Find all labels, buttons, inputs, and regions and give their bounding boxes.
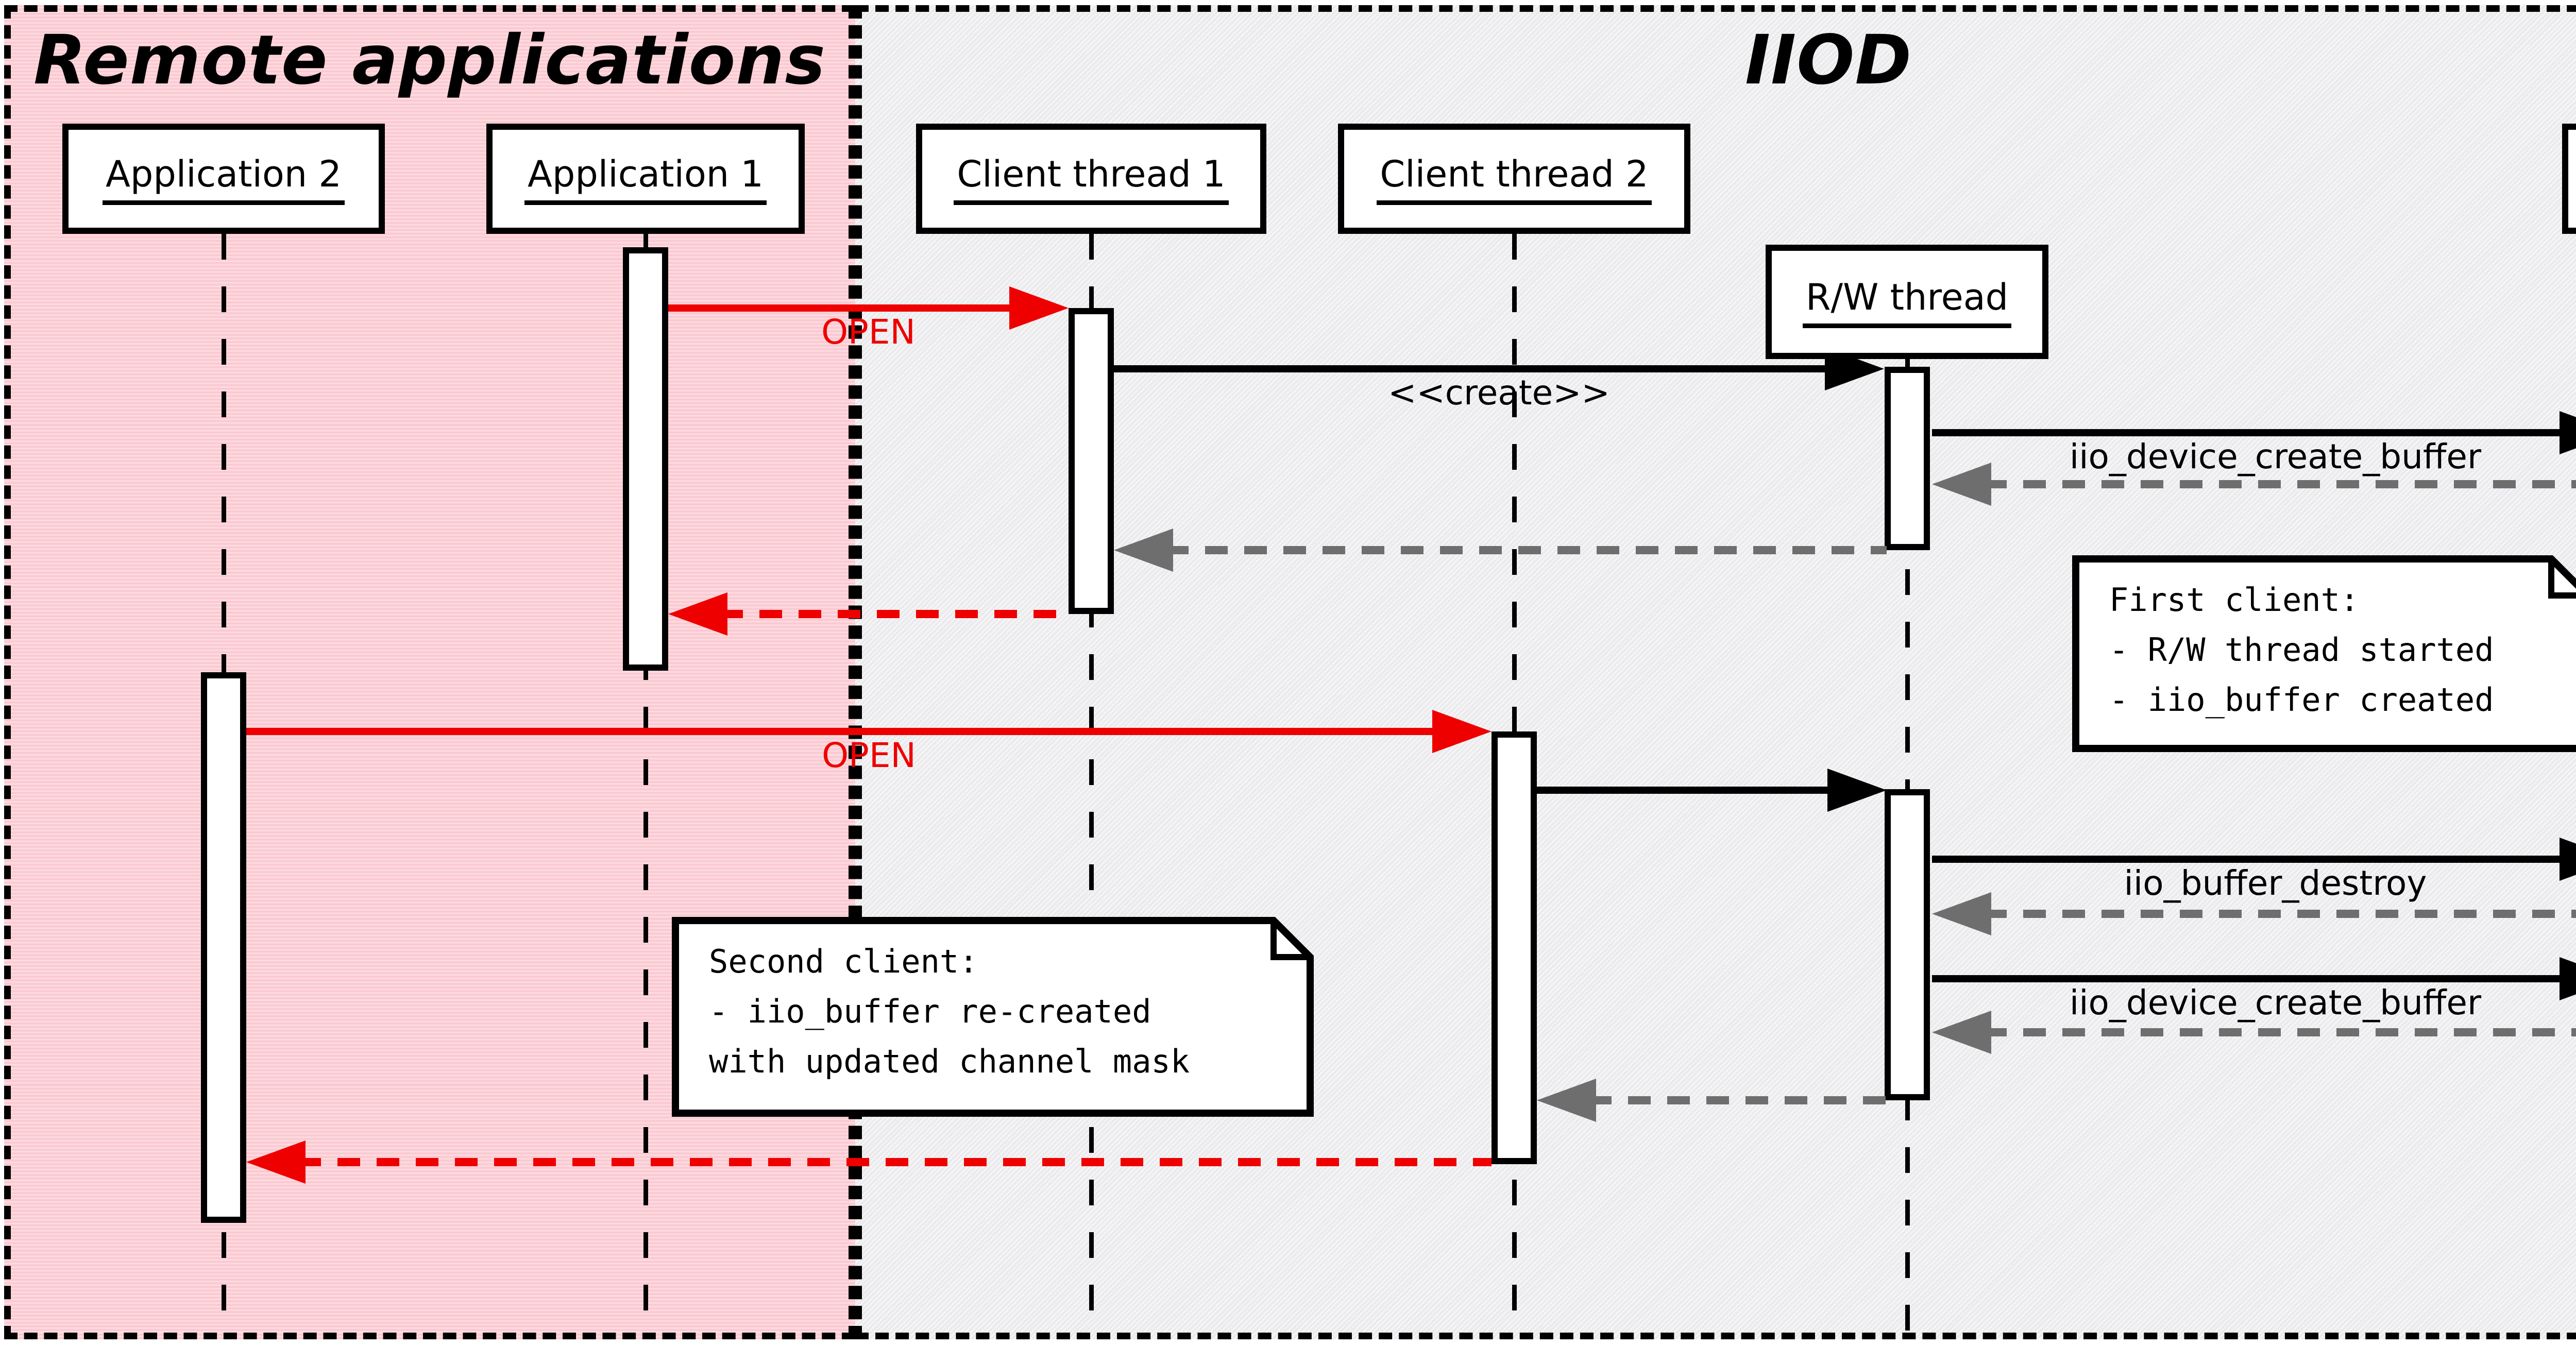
participant-label-ct2: Client thread 2 [1377,153,1652,205]
message-arrowhead-6 [1432,710,1492,753]
message-label-2: iio_device_create_buffer [2069,437,2482,476]
message-arrow-1 [1114,365,1832,372]
message-arrow-8 [1932,856,2567,863]
message-arrowhead-10 [2560,957,2576,1000]
message-arrowhead-3 [1932,463,1991,506]
note-1: Second client: - iio_buffer re-created w… [672,917,1314,1117]
message-arrow-4 [1166,546,1887,554]
message-arrowhead-13 [246,1140,306,1184]
message-arrow-10 [1932,975,2567,982]
activation-ct2-5 [1492,731,1537,1164]
message-arrow-12 [1589,1096,1887,1104]
participant-label-app2: Application 2 [103,153,345,205]
message-arrow-7 [1537,787,1835,794]
message-arrowhead-8 [2560,838,2576,881]
message-label-6: OPEN [822,736,916,775]
message-arrowhead-9 [1932,892,1991,935]
note-0: First client: - R/W thread started - iio… [2072,555,2576,752]
activation-rw-2 [1885,367,1930,550]
message-arrow-9 [1984,910,2576,918]
message-arrowhead-11 [1932,1011,1991,1054]
participant-label-rw: R/W thread [1802,276,2012,328]
message-arrow-2 [1932,429,2567,436]
note-text-0: First client: - R/W thread started - iio… [2109,581,2494,719]
message-arrowhead-0 [1009,286,1069,330]
note-shape [2072,555,2576,752]
lifeline-app1 [643,234,648,1332]
note-text-1: Second client: - iio_buffer re-created w… [709,943,1190,1080]
participant-box-app1: Application 1 [486,124,805,234]
message-arrow-11 [1984,1028,2576,1036]
participant-label-app1: Application 1 [524,153,767,205]
activation-ct1-1 [1069,308,1114,614]
note-shape [672,917,1314,1117]
participant-box-lib: Libiio [2562,124,2576,234]
participant-box-rw: R/W thread [1766,245,2048,359]
message-label-8: iio_buffer_destroy [2124,863,2427,903]
message-label-1: <<create>> [1388,373,1610,413]
message-arrow-5 [720,610,1069,618]
participant-label-ct1: Client thread 1 [954,153,1229,205]
activation-app2-4 [201,672,246,1223]
message-arrow-6 [246,728,1439,735]
message-arrow-13 [298,1158,1492,1166]
message-arrowhead-4 [1114,529,1173,572]
lifeline-ct1 [1089,234,1094,1332]
frame-title-remote-applications: Remote applications [33,21,826,100]
message-label-0: OPEN [821,312,916,352]
participant-box-ct2: Client thread 2 [1338,124,1690,234]
participant-box-app2: Application 2 [62,124,385,234]
message-arrowhead-2 [2560,411,2576,454]
message-arrowhead-5 [668,592,727,636]
message-arrow-0 [668,304,1016,312]
message-arrowhead-12 [1537,1079,1596,1122]
activation-app1-0 [623,247,668,671]
message-label-10: iio_device_create_buffer [2069,983,2482,1023]
frame-title-iiod: IIOD [1744,21,1912,100]
participant-box-ct1: Client thread 1 [916,124,1266,234]
message-arrow-3 [1984,480,2576,488]
message-arrowhead-7 [1827,769,1887,812]
activation-rw-6 [1885,789,1930,1100]
